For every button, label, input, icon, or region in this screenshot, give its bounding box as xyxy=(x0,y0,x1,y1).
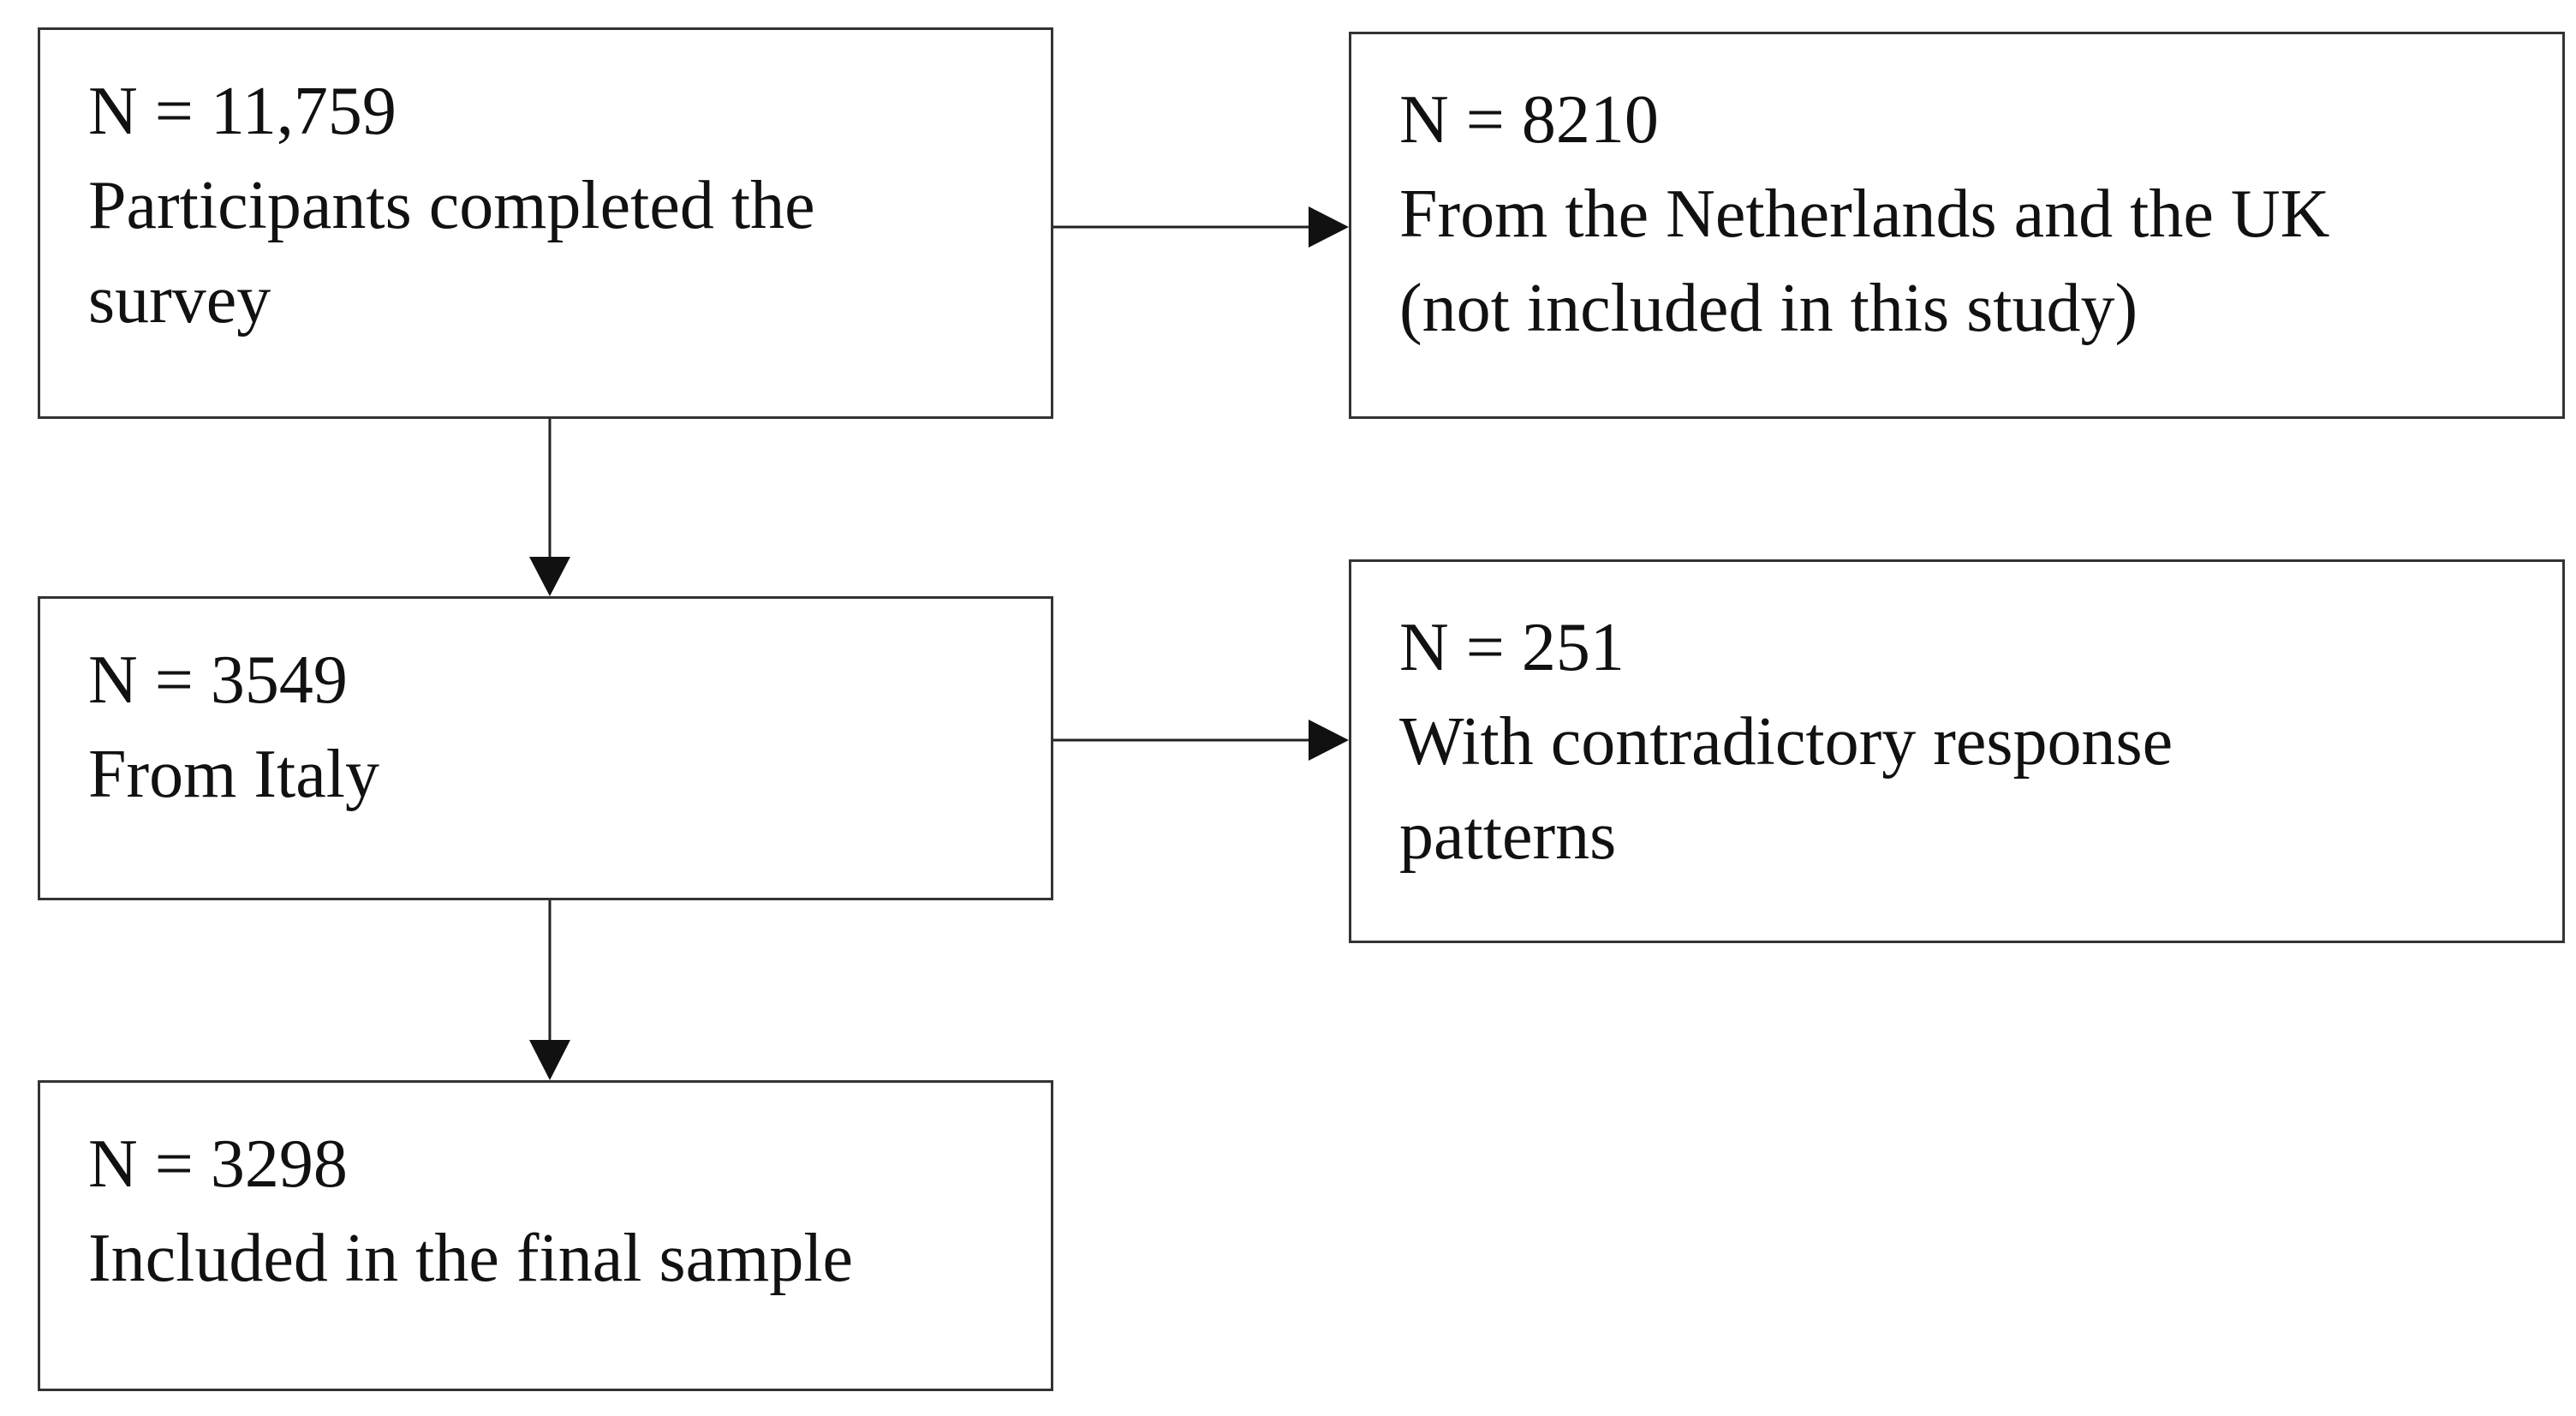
italy-box: N = 3549 From Italy xyxy=(38,596,1053,900)
arrow-italy-to-excluded-contradictory xyxy=(1053,720,1349,761)
start-description-line2: survey xyxy=(88,262,271,338)
excluded-country-box: N = 8210 From the Netherlands and the UK… xyxy=(1349,32,2565,419)
final-count: N = 3298 xyxy=(88,1126,348,1202)
start-box: N = 11,759 Participants completed the su… xyxy=(38,27,1053,419)
excluded-contradictory-description-line1: With contradictory response xyxy=(1399,704,2174,780)
arrow-italy-to-final xyxy=(529,900,570,1080)
final-sample-box: N = 3298 Included in the final sample xyxy=(38,1080,1053,1391)
excluded-country-description-line1: From the Netherlands and the UK xyxy=(1399,176,2330,252)
excluded-country-count: N = 8210 xyxy=(1399,82,1659,158)
start-description-line1: Participants completed the xyxy=(88,168,815,243)
excluded-contradictory-box: N = 251 With contradictory response patt… xyxy=(1349,559,2565,943)
excluded-contradictory-description-line2: patterns xyxy=(1399,798,1617,874)
italy-description-line1: From Italy xyxy=(88,737,379,812)
excluded-contradictory-count: N = 251 xyxy=(1399,610,1625,685)
arrow-start-to-excluded-country xyxy=(1053,206,1349,248)
start-count: N = 11,759 xyxy=(88,74,397,149)
final-description-line1: Included in the final sample xyxy=(88,1221,854,1296)
excluded-country-description-line2: (not included in this study) xyxy=(1399,271,2138,346)
arrow-start-to-italy xyxy=(529,419,570,596)
italy-count: N = 3549 xyxy=(88,642,348,718)
